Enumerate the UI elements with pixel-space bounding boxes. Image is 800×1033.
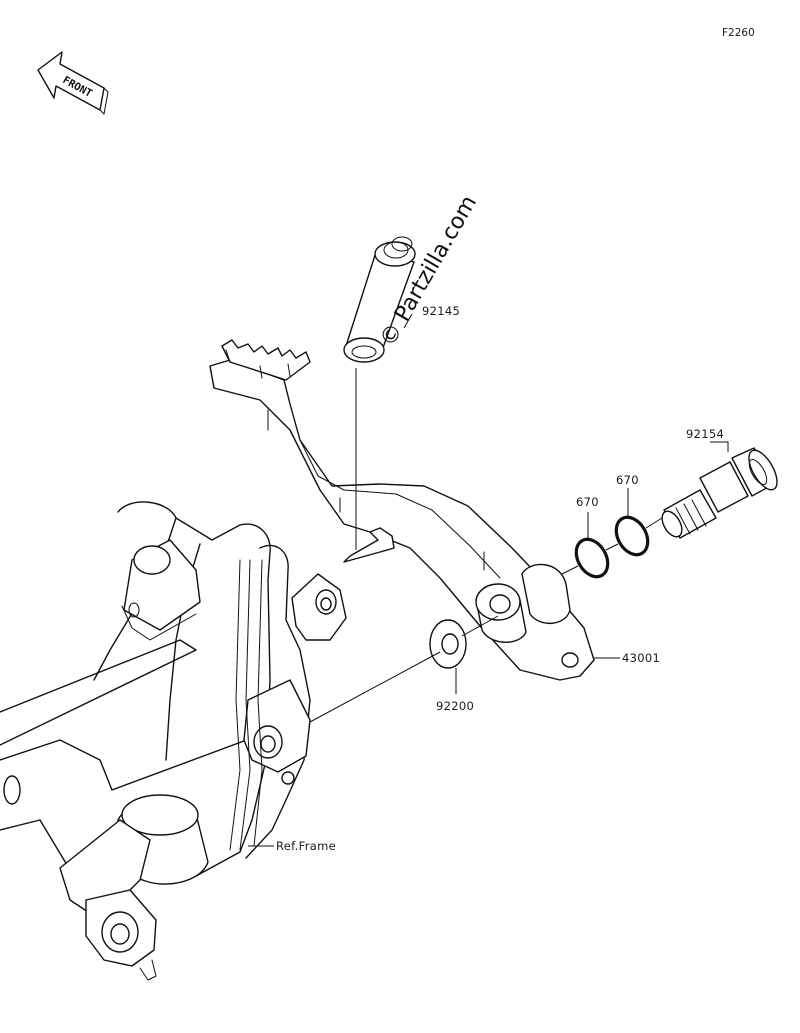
brake-pedal-part: [209, 339, 595, 681]
o-ring-part-1: [574, 537, 610, 579]
callout-670-left: 670: [576, 495, 599, 538]
callout-92154-label: 92154: [686, 427, 724, 441]
callout-92200-label: 92200: [436, 699, 474, 713]
washer-part: [429, 619, 467, 669]
front-arrow-icon: FRONT: [37, 51, 109, 115]
callout-670-right: 670: [616, 473, 639, 516]
callout-43001-label: 43001: [622, 651, 660, 665]
callout-92145-label: 92145: [422, 304, 460, 318]
callout-92145: 92145: [403, 304, 460, 329]
diagram-code: F2260: [722, 27, 755, 39]
spring-part: [343, 236, 416, 550]
o-ring-part-2: [614, 515, 650, 557]
pivot-bolt-part: [661, 447, 778, 539]
callout-92200: 92200: [436, 668, 474, 713]
callout-92154: 92154: [686, 427, 729, 452]
callout-670-right-label: 670: [616, 473, 639, 487]
frame-drawing: [0, 501, 347, 981]
callout-ref-frame: Ref.Frame: [248, 839, 336, 853]
callout-43001: 43001: [594, 651, 660, 665]
callout-670-left-label: 670: [576, 495, 599, 509]
callout-ref-frame-label: Ref.Frame: [276, 839, 336, 853]
